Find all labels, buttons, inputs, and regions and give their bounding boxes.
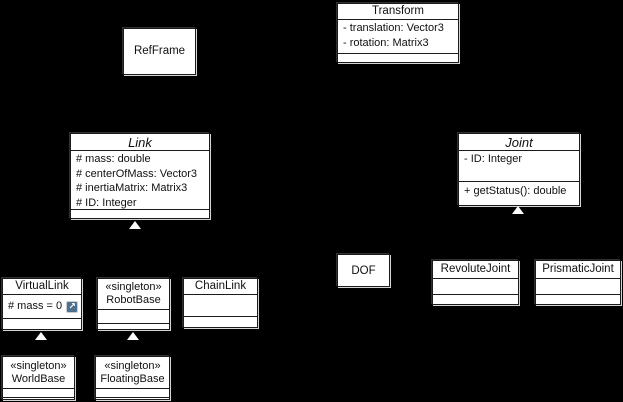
methods-compartment-empty [3, 318, 81, 329]
class-title: ChainLink [184, 279, 257, 294]
class-title: PrismaticJoint [536, 261, 620, 278]
class-name-virtuallink: VirtualLink [15, 280, 69, 292]
stereotype-label: «singleton» [104, 359, 161, 372]
attributes-compartment: - translation: Vector3 - rotation: Matri… [338, 19, 458, 53]
class-joint[interactable]: Joint - ID: Integer + getStatus(): doubl… [458, 133, 580, 206]
methods-compartment-empty [338, 53, 458, 62]
attributes-compartment-empty [98, 309, 169, 323]
methods-compartment-empty [71, 209, 209, 218]
stereotype-label: «singleton» [10, 359, 67, 372]
class-revolutejoint[interactable]: RevoluteJoint [432, 260, 519, 305]
attributes-compartment-empty [3, 388, 74, 397]
attributes-compartment-empty [184, 294, 257, 316]
generalization-arrowhead-joint [512, 206, 524, 214]
class-name-floatingbase: FloatingBase [100, 372, 165, 385]
class-title: VirtualLink [3, 279, 81, 294]
class-name-dof: DOF [351, 264, 376, 277]
class-name-robotbase: RobotBase [106, 294, 161, 306]
class-title: Joint [459, 134, 579, 150]
class-floatingbase[interactable]: «singleton» FloatingBase [95, 356, 170, 400]
class-title: «singleton» FloatingBase [96, 357, 169, 388]
class-prismaticjoint[interactable]: PrismaticJoint [535, 260, 621, 305]
attributes-compartment-empty [433, 278, 518, 294]
class-title: DOF [338, 255, 389, 286]
attribute: # mass: double [76, 153, 151, 165]
class-worldbase[interactable]: «singleton» WorldBase [2, 356, 75, 400]
generalization-arrowhead-robotbase [127, 332, 139, 340]
methods-compartment-empty [184, 316, 257, 327]
class-name-chainlink: ChainLink [194, 280, 247, 292]
class-title: Link [71, 134, 209, 150]
attribute: - translation: Vector3 [343, 22, 444, 34]
generalization-arrowhead-virtuallink [35, 332, 47, 340]
attributes-compartment: # mass = 0 ↗ [3, 294, 81, 318]
class-transform[interactable]: Transform - translation: Vector3 - rotat… [337, 3, 459, 63]
method: + getStatus(): double [464, 185, 567, 197]
class-refframe[interactable]: RefFrame [123, 28, 196, 75]
attribute: # mass = 0 [8, 300, 63, 313]
methods-compartment-empty [96, 397, 169, 399]
external-link-icon: ↗ [66, 300, 79, 313]
class-name-transform: Transform [372, 5, 424, 17]
methods-compartment-empty [536, 294, 620, 304]
class-name-refframe: RefFrame [133, 45, 186, 57]
class-link[interactable]: Link # mass: double # centerOfMass: Vect… [70, 133, 210, 219]
attribute: # centerOfMass: Vector3 [76, 167, 198, 180]
class-name-revolutejoint: RevoluteJoint [440, 263, 511, 275]
attribute: - rotation: Matrix3 [343, 37, 429, 49]
class-title: «singleton» WorldBase [3, 357, 74, 388]
methods-compartment-empty [433, 294, 518, 304]
class-name-joint: Joint [505, 134, 533, 150]
class-title: RevoluteJoint [433, 261, 518, 278]
methods-compartment-empty [3, 397, 74, 399]
methods-compartment: + getStatus(): double [459, 181, 579, 205]
generalization-arrowhead-link [129, 221, 141, 229]
methods-compartment-empty [98, 323, 169, 329]
class-dof[interactable]: DOF [337, 254, 390, 287]
class-robotbase[interactable]: «singleton» RobotBase [97, 278, 170, 330]
attributes-compartment-empty [96, 388, 169, 397]
attribute: # inertiaMatrix: Matrix3 [76, 182, 188, 195]
attribute: - ID: Integer [464, 153, 523, 165]
class-name-link: Link [128, 134, 152, 150]
attributes-compartment: # mass: double # centerOfMass: Vector3 #… [71, 150, 209, 209]
class-title: RefFrame [124, 29, 195, 74]
class-title: «singleton» RobotBase [98, 279, 169, 309]
class-chainlink[interactable]: ChainLink [183, 278, 258, 328]
class-name-prismaticjoint: PrismaticJoint [542, 263, 614, 275]
class-name-worldbase: WorldBase [11, 372, 66, 385]
stereotype-label: «singleton» [105, 281, 162, 293]
class-title: Transform [338, 4, 458, 19]
attributes-compartment: - ID: Integer [459, 150, 579, 181]
attribute: # ID: Integer [76, 196, 137, 209]
attributes-compartment-empty [536, 278, 620, 294]
class-virtuallink[interactable]: VirtualLink # mass = 0 ↗ [2, 278, 82, 330]
